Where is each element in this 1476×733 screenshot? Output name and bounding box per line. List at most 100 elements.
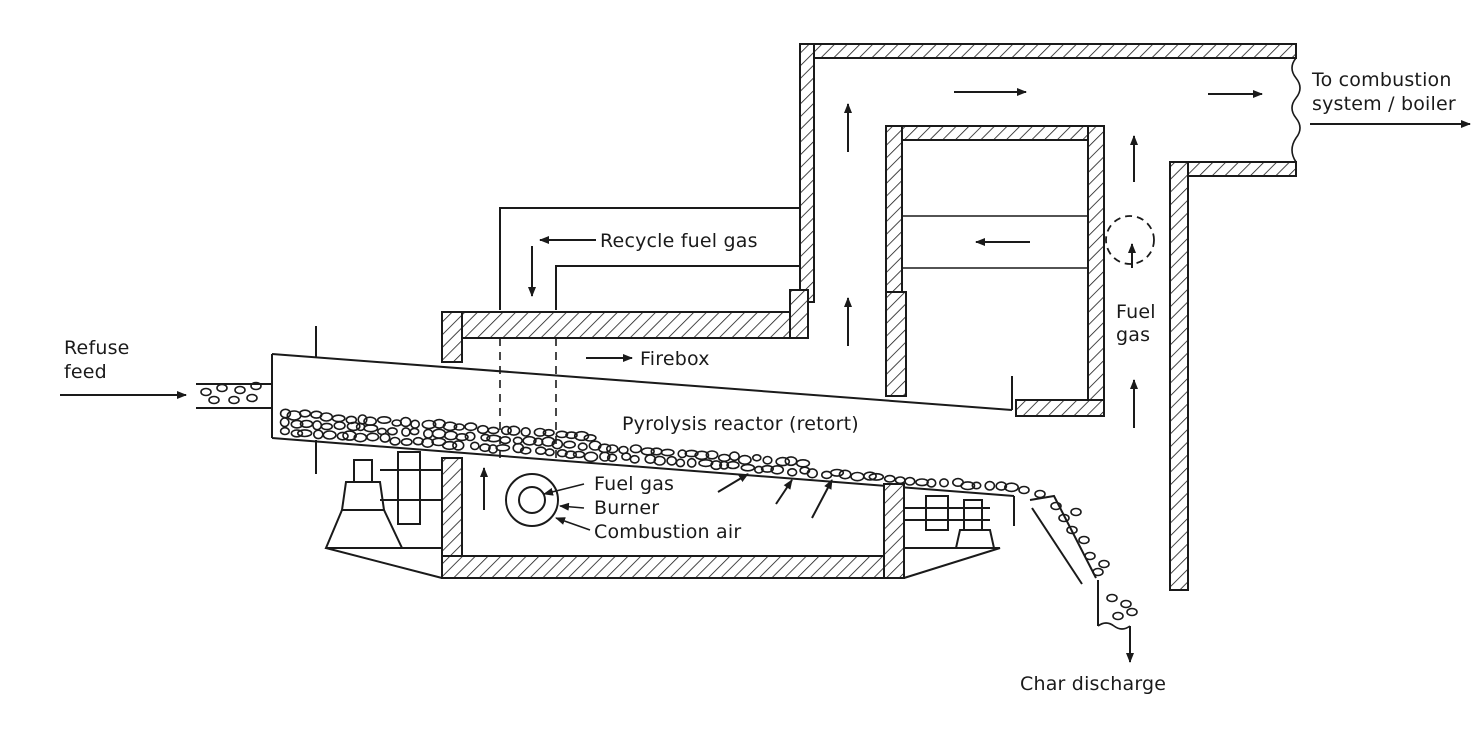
refuse-pebble (698, 459, 714, 468)
refuse-pebble (1050, 501, 1062, 511)
refuse-pebble (629, 444, 643, 454)
refuse-pebble (312, 429, 324, 440)
refuse-pebble (760, 464, 775, 473)
refuse-pebble (544, 448, 555, 457)
refuse-pebble (389, 436, 401, 446)
refuse-pebble (883, 474, 896, 483)
refuse-pebble (290, 429, 304, 438)
refuse-pebble (775, 456, 791, 467)
refuse-pebble (1092, 567, 1104, 577)
refuse-pebble (573, 430, 590, 442)
refuse-pebble (556, 449, 568, 458)
refuse-pebble (562, 440, 576, 449)
refuse-pebble (431, 428, 447, 439)
refuse-pebble (572, 450, 586, 459)
refuse-pebble (297, 429, 313, 438)
refuse-pebble (522, 435, 537, 446)
burner-fuel-gas-label: Fuel gas (594, 473, 674, 495)
refuse-pebbles (200, 381, 1138, 621)
refuse-pebble (495, 443, 511, 452)
refuse-pebble (200, 387, 212, 397)
refuse-pebble (1106, 593, 1118, 603)
refuse-pebble (740, 463, 756, 472)
refuse-pebble (279, 417, 290, 428)
refuse-pebble (666, 455, 678, 466)
refuse-pebble (1120, 599, 1132, 609)
refuse-pebble (710, 460, 723, 471)
refuse-pebble (442, 421, 458, 432)
refuse-pebble (1058, 513, 1070, 523)
to-combustion-label-1: To combustion (1311, 69, 1452, 91)
refuse-pebble (904, 476, 916, 486)
refuse-pebble (401, 427, 411, 437)
refuse-pebble (541, 436, 556, 447)
refuse-pebble (926, 478, 937, 488)
refuse-pebble (984, 480, 996, 491)
refuse-pebble (618, 445, 629, 455)
refuse-pebble (533, 427, 547, 437)
refuse-pebble (499, 436, 512, 445)
refuse-pebble (1126, 607, 1138, 617)
refuse-pebble (754, 465, 764, 474)
refuse-pebble (421, 419, 437, 430)
refuse-pebble (726, 460, 740, 470)
refuse-pebble (1003, 482, 1019, 493)
refuse-pebble (1098, 559, 1110, 569)
roller-support-right (904, 495, 996, 549)
refuse-pebble (583, 451, 599, 463)
refuse-pebble (376, 415, 392, 424)
refuse-pebble (534, 446, 547, 456)
refuse-pebble (479, 443, 491, 453)
refuse-pebble (1034, 489, 1046, 499)
heat-arrow-1 (717, 473, 749, 493)
exhaust-duct (799, 43, 1301, 591)
refuse-pebble (464, 431, 476, 442)
refuse-pebble (694, 450, 710, 461)
refuse-pebble (366, 432, 380, 442)
refuse-pebble (279, 408, 292, 419)
refuse-pebble (519, 446, 532, 455)
refuse-pebble (938, 478, 949, 488)
firebox-base (325, 338, 1001, 579)
refuse-pebble (555, 430, 569, 439)
refuse-pebble (331, 414, 346, 423)
refuse-pebble (476, 424, 489, 435)
refuse-feed-label-1: Refuse (64, 337, 130, 359)
refuse-pebble (850, 471, 865, 482)
refuse-pebble (208, 395, 220, 405)
refuse-pebble (717, 453, 731, 463)
inner-chamber (885, 125, 1155, 417)
refuse-pebble (606, 453, 618, 463)
refuse-pebble (298, 409, 312, 418)
refuse-pebble (565, 431, 578, 440)
fuel-gas-label-2: gas (1116, 324, 1150, 346)
refuse-pebble (453, 423, 465, 431)
refuse-pebble (1018, 485, 1030, 495)
refuse-pebble (751, 453, 762, 462)
refuse-pebble (806, 468, 818, 479)
refuse-pebble (520, 426, 531, 437)
refuse-pebble (863, 471, 877, 481)
refuse-pebble (650, 447, 663, 456)
refuse-pebble (345, 415, 358, 425)
firebox-hood (441, 289, 809, 363)
refuse-pebble (564, 450, 577, 460)
refuse-pebble (320, 422, 333, 431)
refuse-pebble (391, 419, 403, 427)
refuse-pebble (838, 469, 852, 480)
refuse-pebble (507, 425, 521, 436)
refuse-pebble (660, 448, 675, 457)
refuse-pebble (234, 385, 246, 395)
refuse-pebble (786, 467, 798, 477)
refuse-pebble (363, 416, 377, 427)
roller-support-left (324, 451, 442, 549)
combustion-air-label: Combustion air (594, 521, 741, 543)
refuse-pebble (312, 420, 323, 431)
refuse-pebble (583, 433, 597, 442)
fuel-gas-label-1: Fuel (1116, 301, 1156, 323)
refuse-pebble (410, 419, 420, 429)
refuse-pebble (868, 472, 885, 481)
pyrolysis-reactor-label: Pyrolysis reactor (retort) (622, 413, 859, 435)
burner-label: Burner (594, 497, 659, 519)
refuse-pebble (894, 476, 906, 485)
